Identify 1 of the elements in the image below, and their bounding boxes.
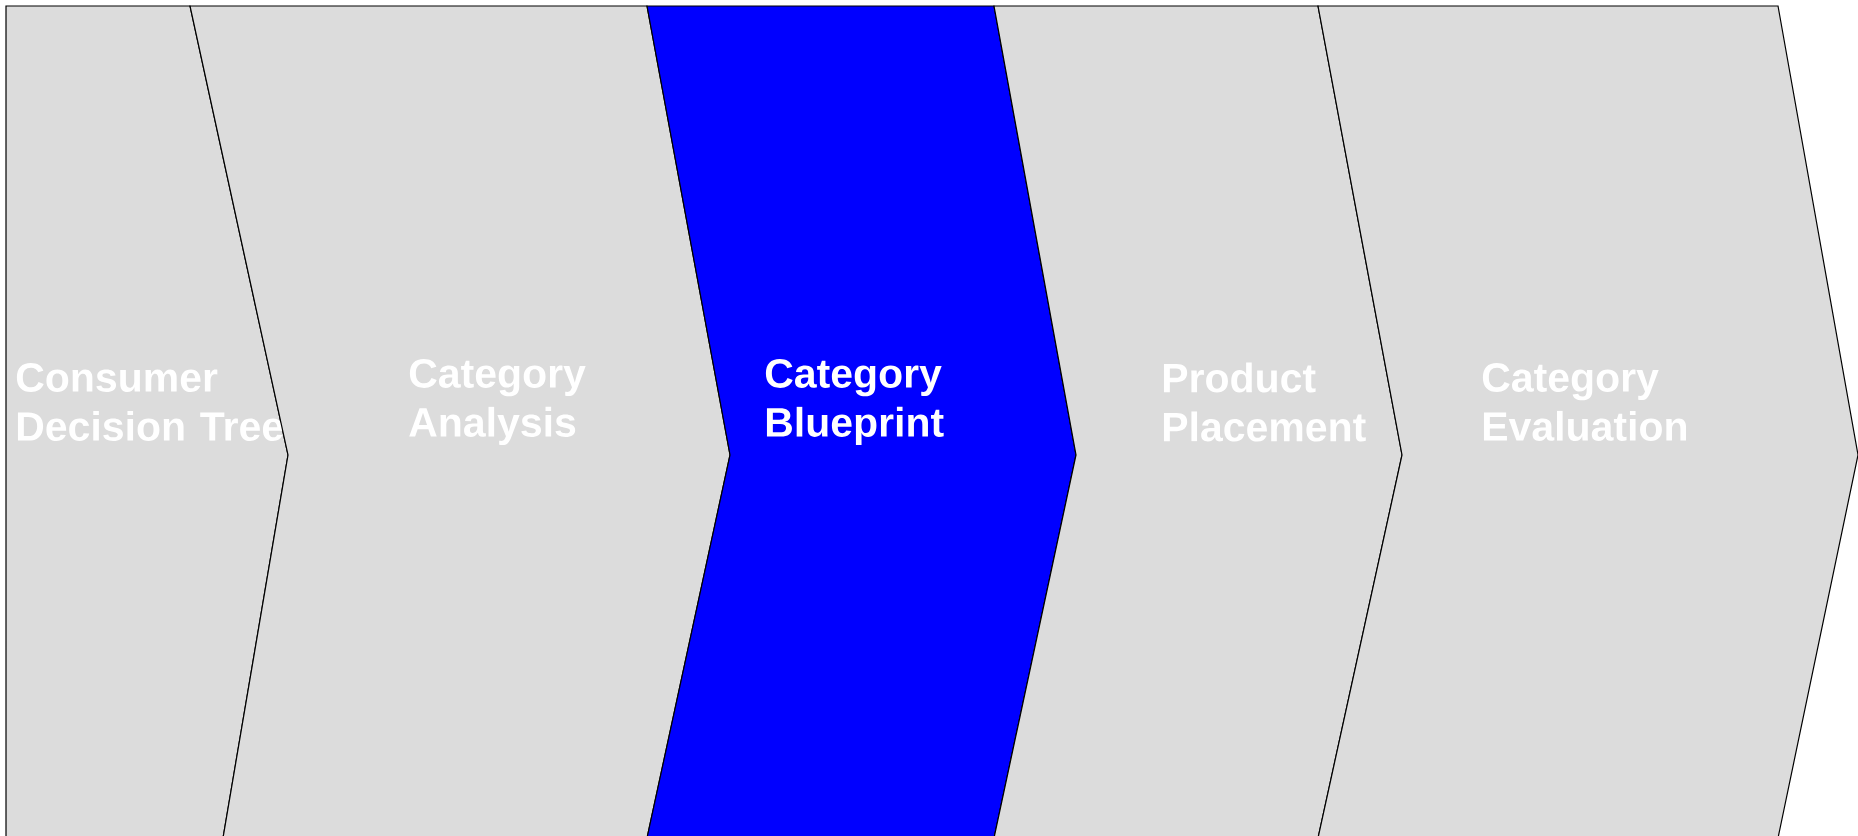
step-panel: Category Blueprint (646, 5, 1077, 836)
